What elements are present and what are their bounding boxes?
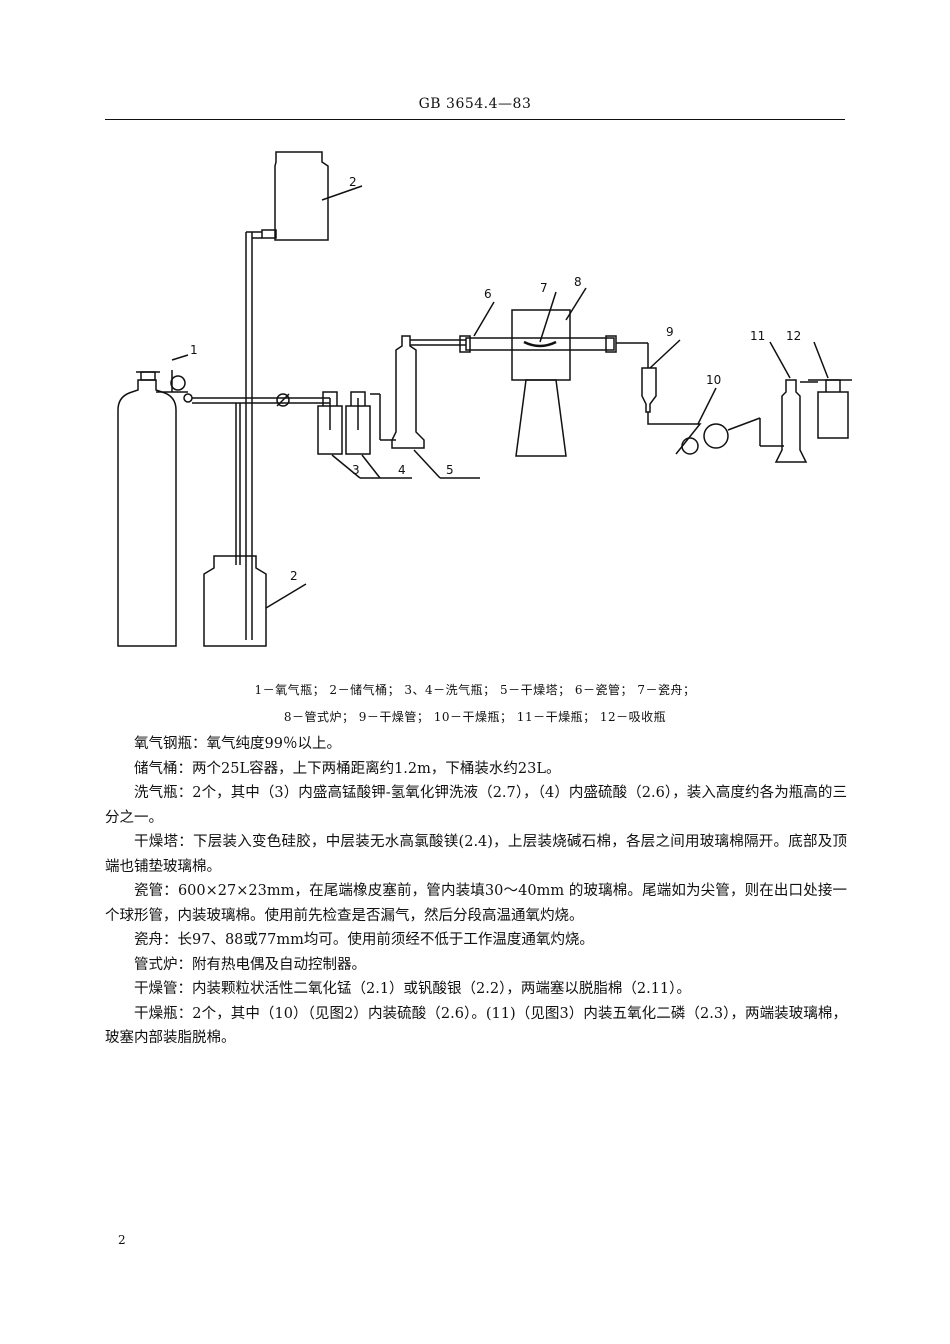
standard-number-header: GB 3654.4—83 [418,96,532,112]
stopcock [276,393,290,407]
label-10: 10 [706,373,721,387]
drying-bottle-11 [774,379,808,463]
label-3: 3 [352,463,360,477]
paragraph-porcelain-tube: 瓷管：600×27×23mm，在尾端橡皮塞前，管内装填30～40mm 的玻璃棉。… [105,883,847,924]
furnace-stand [515,379,567,457]
regulator-gauge [170,375,186,391]
label-8: 8 [574,275,582,289]
label-6: 6 [484,287,492,301]
lower-storage-bucket [203,555,267,647]
drying-bottle-10 [681,437,699,455]
label-9: 9 [666,325,674,339]
body-text: 氧气钢瓶：氧气纯度99％以上。 储气桶：两个25L容器，上下两桶距离约1.2m，… [105,732,847,1051]
paragraph-storage-bucket: 储气桶：两个25L容器，上下两桶距离约1.2m，下桶装水约23L。 [134,760,561,777]
paragraph-porcelain-boat: 瓷舟：长97、88或77mm均可。使用前须经不低于工作温度通氧灼烧。 [134,932,594,948]
porcelain-tube [465,337,615,351]
oxygen-cylinder [117,379,177,647]
label-12: 12 [786,329,801,343]
label-2-upper: 2 [349,175,357,189]
page-number: 2 [118,1233,126,1247]
paragraph-drying-bottle: 干燥瓶：2个，其中（10）（见图2）内装硫酸（2.6）。(11)（见图3）内装五… [105,1005,847,1047]
label-2-lower: 2 [290,569,298,583]
label-11: 11 [750,329,765,343]
label-4: 4 [398,463,406,477]
paragraph-tube-furnace: 管式炉：附有热电偶及自动控制器。 [134,956,366,973]
label-7: 7 [540,281,548,295]
apparatus-diagram: 1 2 2 3 4 5 6 7 8 9 10 11 12 [117,151,852,647]
header-rule [105,119,845,120]
figure-caption-line1: 1－氧气瓶； 2－储气桶； 3、4－洗气瓶； 5－干燥塔； 6－瓷管； 7－瓷舟… [254,683,696,697]
porcelain-boat [523,340,557,348]
label-1: 1 [190,343,198,357]
paragraph-drying-tube: 干燥管：内装颗粒状活性二氧化锰（2.1）或钒酸银（2.2），两端塞以脱脂棉（2.… [134,981,691,997]
upper-storage-bucket [274,151,329,241]
paragraph-drying-tower: 干燥塔：下层装入变色硅胶，中层装无水高氯酸镁(2.4)，上层装烧碱石棉，各层之间… [105,834,847,875]
drying-tube [641,367,657,413]
label-5: 5 [446,463,454,477]
figure-caption-line2: 8－管式炉； 9－干燥管； 10－干燥瓶； 11－干燥瓶； 12－吸收瓶 [283,710,667,724]
paragraph-wash-bottle: 洗气瓶：2个，其中（3）内盛高锰酸钾-氢氧化钾洗液（2.7），（4）内盛硫酸（2… [105,785,847,826]
cylinder-valve [140,371,156,381]
absorption-bottle [817,391,849,439]
paragraph-oxygen-cylinder: 氧气钢瓶：氧气纯度99％以上。 [134,736,341,752]
drying-tower [391,335,425,449]
